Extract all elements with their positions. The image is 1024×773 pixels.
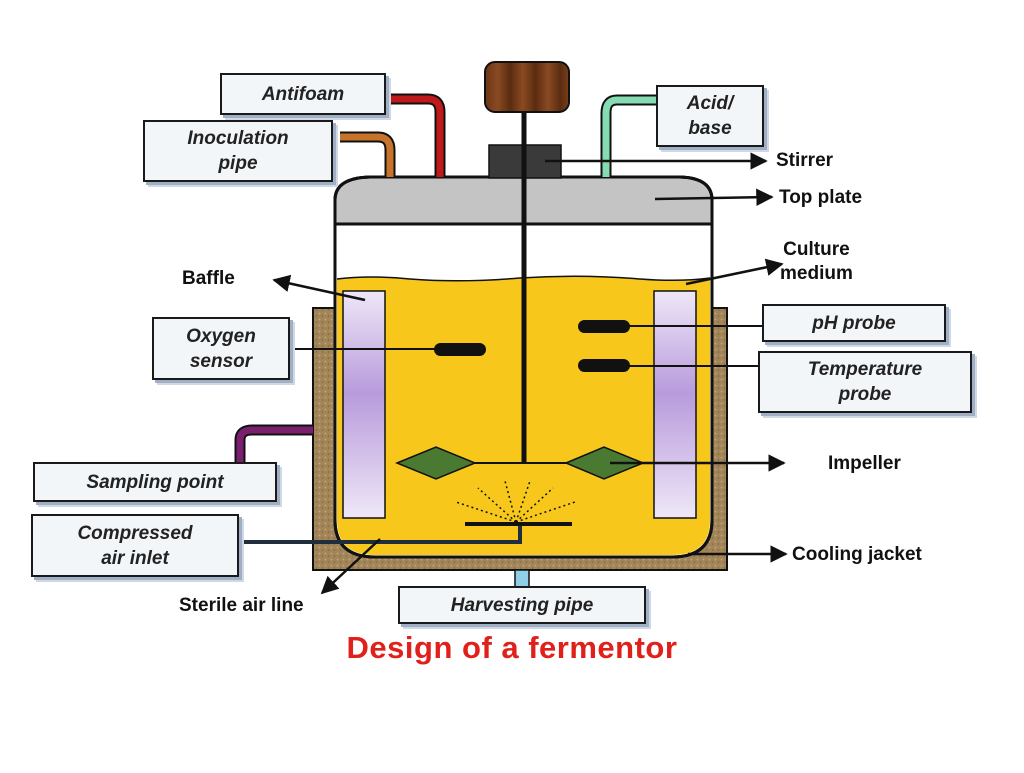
label-antifoam: Antifoam bbox=[220, 73, 386, 115]
baffle-right bbox=[653, 290, 697, 519]
label-sampling-point: Sampling point bbox=[33, 462, 277, 502]
label-harvesting-pipe: Harvesting pipe bbox=[398, 586, 646, 624]
label-ph-probe: pH probe bbox=[762, 304, 946, 342]
air-bubbles bbox=[455, 480, 576, 523]
label-cooling-jacket: Cooling jacket bbox=[792, 544, 922, 565]
impeller-blade-left bbox=[395, 446, 477, 480]
label-inoculation-pipe: Inoculation pipe bbox=[143, 120, 333, 182]
label-baffle: Baffle bbox=[182, 268, 235, 289]
label-temperature-probe: Temperature probe bbox=[758, 351, 972, 413]
label-culture-medium: Culture medium bbox=[780, 239, 853, 284]
oxygen-sensor bbox=[434, 343, 486, 356]
medium-surface bbox=[336, 275, 711, 282]
label-top-plate: Top plate bbox=[779, 187, 863, 208]
vessel-outline bbox=[333, 175, 714, 559]
antifoam-pipe bbox=[390, 93, 446, 177]
motor-icon bbox=[484, 61, 570, 113]
inoculation-pipe bbox=[340, 131, 396, 177]
baffle-left bbox=[342, 290, 386, 519]
sampling-pipe bbox=[234, 424, 313, 462]
sterile-air-line bbox=[240, 526, 522, 544]
label-compressed-air-inlet: Compressed air inlet bbox=[31, 514, 239, 577]
label-acid-base: Acid/ base bbox=[656, 85, 764, 147]
diagram-title: Design of a fermentor bbox=[346, 630, 678, 665]
label-oxygen-sensor: Oxygen sensor bbox=[152, 317, 290, 380]
temperature-probe bbox=[578, 359, 630, 372]
ph-probe bbox=[578, 320, 630, 333]
label-stirrer: Stirrer bbox=[776, 150, 834, 171]
label-impeller: Impeller bbox=[828, 453, 901, 474]
acid-base-pipe bbox=[600, 94, 656, 177]
label-sterile-air-line: Sterile air line bbox=[179, 595, 304, 616]
